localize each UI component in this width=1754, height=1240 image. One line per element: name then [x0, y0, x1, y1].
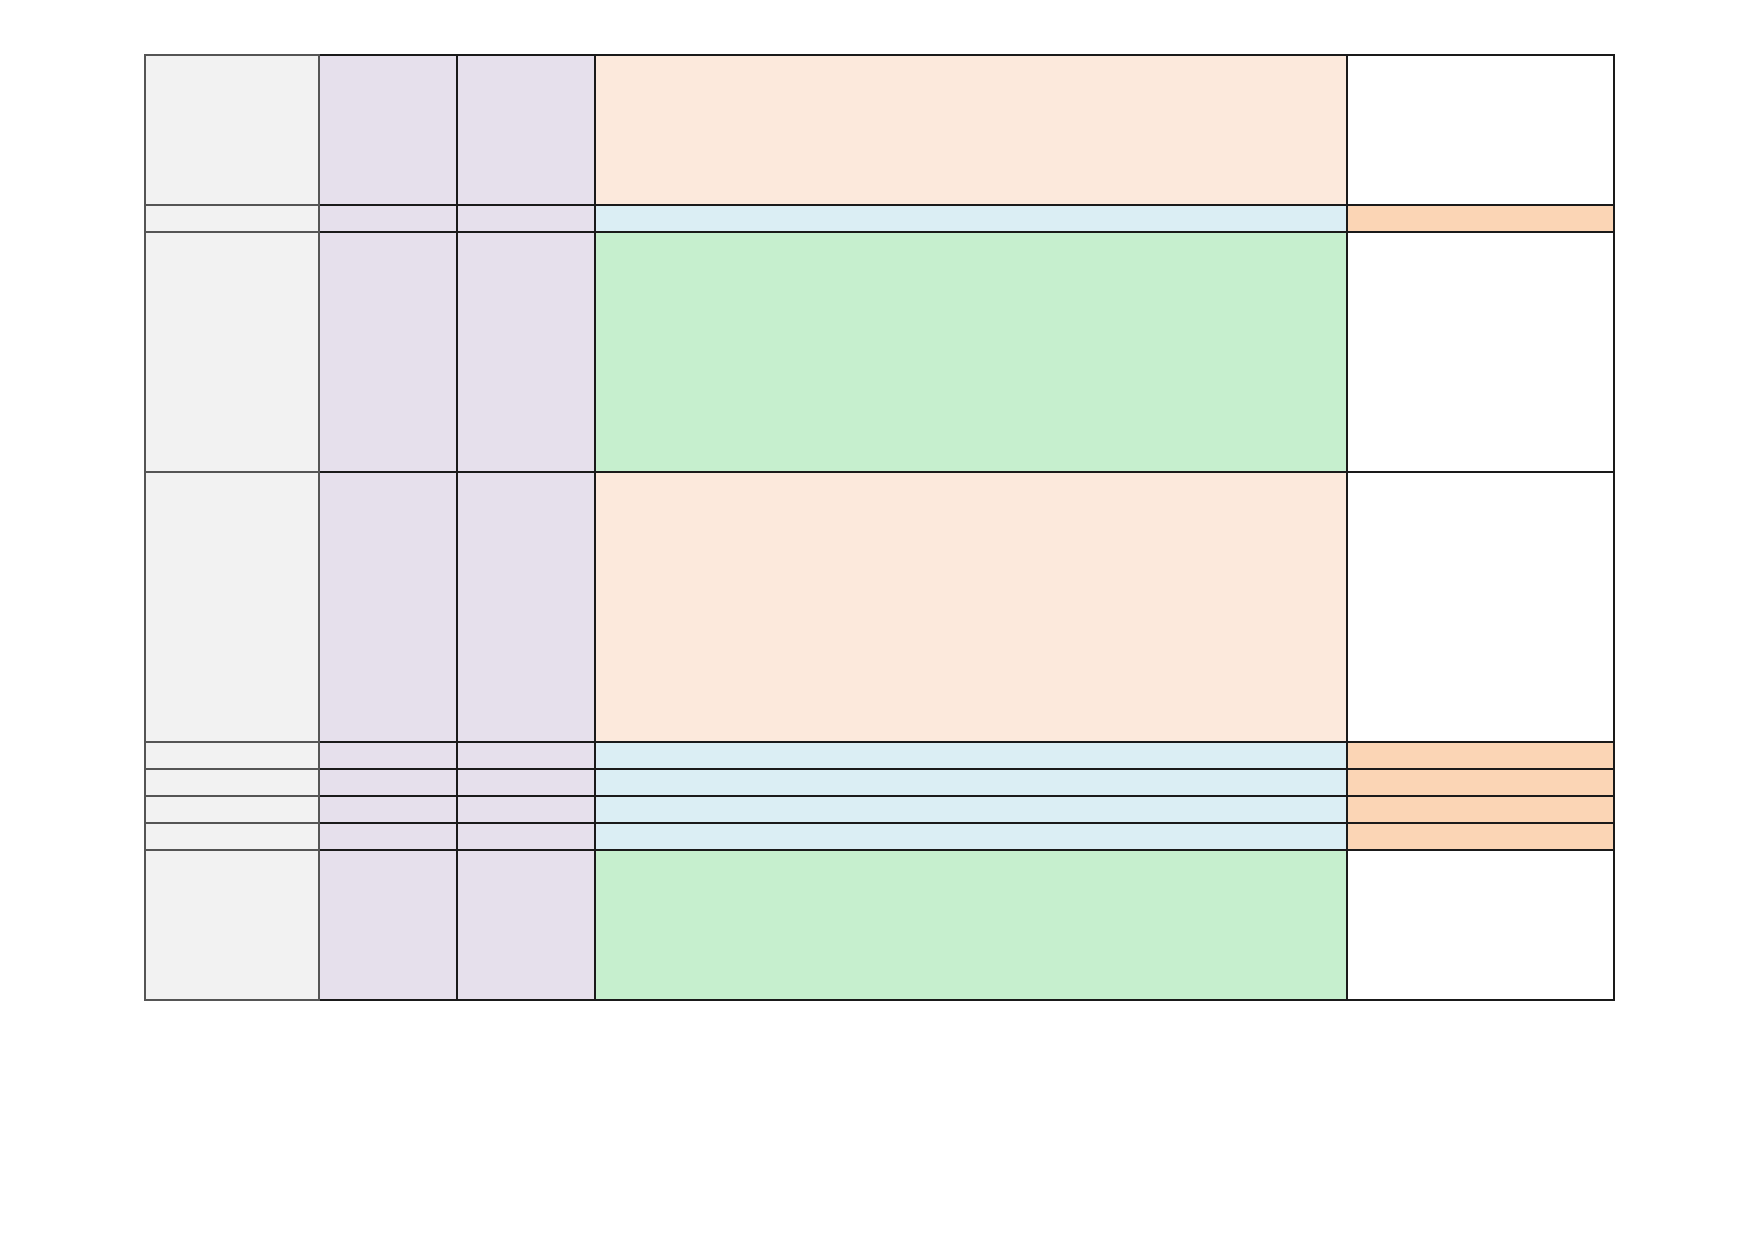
table-cell [318, 795, 458, 824]
table-cell [456, 231, 596, 473]
table-row [144, 741, 1615, 770]
table-row [144, 54, 1615, 206]
table-cell [456, 204, 596, 233]
table-cell [594, 822, 1348, 851]
table-row [144, 822, 1615, 851]
table-body [144, 54, 1615, 1001]
table-cell [318, 849, 458, 1001]
table-cell [594, 204, 1348, 233]
table-cell [1346, 741, 1615, 770]
table-row [144, 849, 1615, 1001]
table-row [144, 471, 1615, 743]
table-cell [144, 741, 320, 770]
table-cell [1346, 231, 1615, 473]
table-cell [1346, 204, 1615, 233]
table-cell [144, 795, 320, 824]
table-cell [318, 204, 458, 233]
table-cell [594, 231, 1348, 473]
table-cell [144, 768, 320, 797]
table-cell [144, 54, 320, 206]
table-cell [1346, 795, 1615, 824]
table-cell [456, 471, 596, 743]
table-cell [456, 54, 596, 206]
table-cell [318, 471, 458, 743]
table-cell [456, 741, 596, 770]
table-cell [1346, 471, 1615, 743]
table-cell [594, 471, 1348, 743]
table-cell [144, 471, 320, 743]
table-cell [1346, 822, 1615, 851]
table-cell [1346, 768, 1615, 797]
table-cell [594, 54, 1348, 206]
table-row [144, 204, 1615, 233]
table-cell [594, 741, 1348, 770]
table-cell [456, 849, 596, 1001]
table-cell [144, 849, 320, 1001]
table-cell [594, 849, 1348, 1001]
table-cell [318, 822, 458, 851]
table-cell [318, 54, 458, 206]
table-row [144, 795, 1615, 824]
table-cell [456, 822, 596, 851]
table-cell [144, 204, 320, 233]
table-cell [456, 768, 596, 797]
table-cell [1346, 54, 1615, 206]
table-cell [318, 231, 458, 473]
document-table [144, 54, 1615, 1001]
table-cell [594, 795, 1348, 824]
table-cell [594, 768, 1348, 797]
table-cell [318, 741, 458, 770]
table-cell [1346, 849, 1615, 1001]
table-cell [456, 795, 596, 824]
table-row [144, 231, 1615, 473]
table-cell [144, 231, 320, 473]
table-cell [144, 822, 320, 851]
table-row [144, 768, 1615, 797]
table-cell [318, 768, 458, 797]
